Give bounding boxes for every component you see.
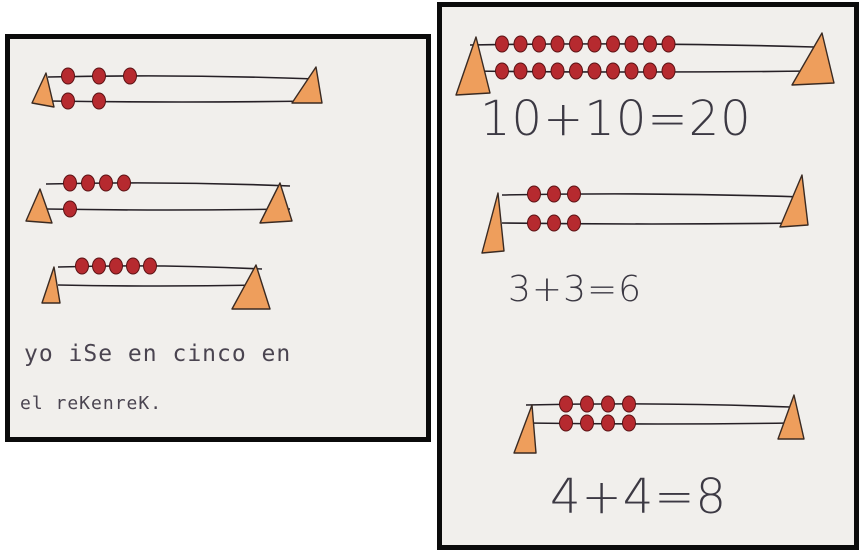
right-support-cone [791,32,835,86]
right-support-cone [291,66,323,104]
left-support-cone [41,266,61,304]
bottom-bead [92,92,106,110]
top-bead [550,35,565,53]
top-bead [63,174,77,192]
bottom-bead [532,62,546,80]
right-support-cone [259,182,293,224]
equation-1: 10+10=20 [480,91,752,147]
sentence-line-1: yo iSe en cinco en [24,341,292,367]
top-bead [606,35,620,53]
right-support-cone [777,394,805,440]
top-wire [47,75,317,80]
top-bead [587,35,602,53]
top-bead [567,185,581,203]
top-bead [92,67,106,85]
top-bead [81,174,95,192]
top-bead [495,35,509,53]
bottom-bead [587,62,602,80]
bottom-wire [57,284,263,287]
left-worksheet: yo iSe en cinco en el reKenreK. [5,34,431,442]
bottom-bead [580,414,594,432]
bottom-bead [567,214,581,232]
top-wire [501,193,803,198]
top-bead [643,35,657,53]
rekenrek-2 [25,174,293,224]
bottom-bead [61,92,75,110]
top-bead [75,257,89,275]
top-bead [109,257,123,275]
top-bead [547,185,561,203]
bottom-bead [606,62,620,80]
rekenrek-2 [481,174,809,254]
top-bead [580,395,594,413]
bottom-bead [661,62,676,80]
top-bead [61,67,75,85]
right-support-cone [231,264,271,310]
equation-2: 3+3=6 [508,269,643,310]
left-rekenrek-drawings [25,66,323,310]
top-bead [99,174,113,192]
bottom-bead [513,62,528,80]
equation-3: 4+4=8 [550,469,728,525]
bottom-bead [643,62,657,80]
bottom-bead [550,62,565,80]
top-bead [569,35,583,53]
bottom-bead [63,200,77,218]
rekenrek-1 [31,66,323,110]
top-bead [123,67,137,85]
bottom-wire [45,208,291,211]
left-support-cone [455,36,491,96]
top-bead [559,395,573,413]
top-bead [126,257,140,275]
top-bead [601,395,615,413]
right-worksheet: 10+10=20 3+3=6 4+4=8 [437,2,859,550]
bottom-bead [559,414,573,432]
left-support-cone [513,404,537,454]
bottom-bead [624,62,639,80]
top-bead [622,395,636,413]
top-bead [92,257,106,275]
bottom-bead [495,62,509,80]
bottom-bead [601,414,615,432]
top-bead [532,35,546,53]
right-support-cone [779,174,809,228]
top-bead [143,257,157,275]
top-bead [527,185,541,203]
bottom-bead [527,214,541,232]
rekenrek-1 [455,32,835,96]
bottom-bead [547,214,561,232]
bottom-wire [501,222,803,225]
right-rekenrek-drawings [455,32,835,454]
left-support-cone [31,72,55,108]
bottom-wire [47,100,317,103]
rekenrek-3 [513,394,805,454]
top-bead [661,35,676,53]
rekenrek-3 [41,257,271,310]
left-support-cone [25,188,53,224]
bottom-bead [622,414,636,432]
left-support-cone [481,192,505,254]
top-bead [117,174,131,192]
top-bead [513,35,528,53]
sentence-line-2: el reKenreK. [20,393,163,414]
bottom-bead [569,62,583,80]
top-bead [624,35,639,53]
